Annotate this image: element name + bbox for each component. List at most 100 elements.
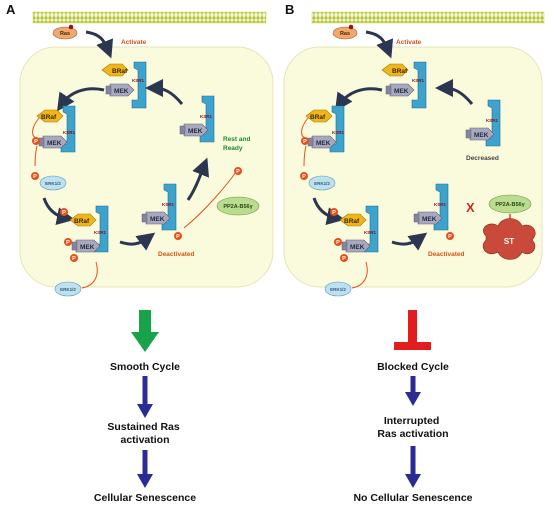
svg-text:Ras: Ras	[60, 31, 70, 37]
svg-text:KSR1: KSR1	[332, 130, 345, 135]
complex-active: KSR1 BRaf MEK P	[32, 105, 76, 167]
svg-text:BRaf: BRaf	[310, 114, 326, 121]
svg-text:MEK: MEK	[188, 128, 203, 135]
svg-text:P: P	[303, 139, 307, 145]
svg-text:BRaf: BRaf	[74, 218, 90, 225]
svg-text:P: P	[302, 174, 306, 180]
svg-text:MEK: MEK	[114, 88, 129, 95]
outcome-1: Smooth Cycle	[110, 361, 180, 373]
svg-text:MEK: MEK	[316, 140, 331, 147]
complex-top: KSR1 BRaf MEK	[381, 61, 427, 109]
flow-arrow	[42, 197, 75, 226]
red-block-stem	[408, 310, 417, 344]
outcome-2: Interrupted Ras activation	[377, 415, 448, 440]
flow-arrow	[435, 79, 474, 105]
svg-text:MEK: MEK	[80, 244, 95, 251]
svg-text:Ras: Ras	[340, 31, 350, 37]
svg-text:MEK: MEK	[350, 244, 365, 251]
deactivated-label: Deactivated	[428, 251, 465, 258]
svg-text:KSR1: KSR1	[434, 202, 447, 207]
svg-text:MEK: MEK	[422, 216, 437, 223]
svg-text:PP2A-B56γ: PP2A-B56γ	[223, 204, 253, 210]
svg-text:ERK1/2: ERK1/2	[314, 181, 330, 186]
svg-text:P: P	[332, 210, 336, 216]
svg-text:KSR1: KSR1	[486, 118, 499, 123]
svg-text:BRaf: BRaf	[392, 68, 408, 75]
activate-arrow	[365, 30, 394, 59]
svg-text:MEK: MEK	[47, 140, 62, 147]
svg-text:BRaf: BRaf	[41, 114, 57, 121]
svg-text:KSR1: KSR1	[412, 78, 425, 83]
svg-text:P: P	[236, 169, 240, 175]
svg-text:P: P	[336, 240, 340, 246]
svg-text:MEK: MEK	[150, 216, 165, 223]
svg-text:ST: ST	[504, 237, 514, 246]
complex-decreased: KSR1 MEK	[465, 99, 501, 147]
cell-body	[19, 46, 274, 288]
flow-arrow	[186, 157, 210, 201]
dephospho-line	[183, 171, 237, 229]
block-mark: X	[466, 200, 475, 215]
svg-text:P: P	[33, 174, 37, 180]
activate-arrow	[85, 30, 114, 59]
svg-text:KSR1: KSR1	[132, 78, 145, 83]
complex-bottom: KSR1 BRaf MEK P P P	[330, 205, 379, 289]
svg-text:P: P	[342, 256, 346, 262]
svg-text:KSR1: KSR1	[94, 230, 107, 235]
rest-ready-label: Rest and Ready	[223, 136, 252, 152]
svg-text:P: P	[176, 234, 180, 240]
svg-text:P: P	[72, 256, 76, 262]
decreased-label: Decreased	[466, 155, 499, 162]
svg-text:ERK1/2: ERK1/2	[60, 287, 76, 292]
membrane	[32, 11, 267, 24]
outcome-2: Sustained Ras activation	[107, 421, 182, 446]
pp2a-enzyme: PP2A-B56γ	[488, 194, 532, 214]
svg-text:KSR1: KSR1	[162, 202, 175, 207]
flow-arrow	[57, 87, 105, 112]
down-arrowhead	[137, 404, 153, 418]
complex-deactivated: KSR1 MEK P	[413, 183, 454, 240]
panel-a: A Ras Activate KSR1 BRaf MEK KSR1 BRaf	[6, 2, 274, 504]
complex-top: KSR1 BRaf MEK	[101, 61, 147, 109]
svg-text:PP2A-B56γ: PP2A-B56γ	[495, 202, 525, 208]
flow-arrow	[119, 232, 156, 251]
outcome-1: Blocked Cycle	[377, 361, 449, 373]
svg-text:ERK1/2: ERK1/2	[330, 287, 346, 292]
flow-arrow	[312, 197, 345, 226]
pp2a-enzyme: PP2A-B56γ	[216, 196, 260, 216]
outcome-column: Blocked Cycle Interrupted Ras activation…	[353, 310, 473, 504]
svg-text:BRaf: BRaf	[112, 68, 128, 75]
phosphate	[234, 167, 242, 175]
outcome-3: Cellular Senescence	[94, 492, 196, 504]
panel-b: B Ras Activate KSR1 BRaf MEK KSR1 BRaf M…	[283, 2, 545, 504]
panel-letter: B	[285, 2, 294, 17]
green-arrow	[139, 310, 151, 334]
svg-text:ERK1/2: ERK1/2	[45, 181, 61, 186]
down-arrowhead	[137, 474, 153, 488]
activate-label: Activate	[121, 39, 147, 46]
green-arrowhead	[131, 332, 159, 352]
erk-free: P ERK1/2	[300, 172, 336, 191]
svg-text:P: P	[34, 139, 38, 145]
erk-bound: ERK1/2	[54, 281, 82, 297]
down-arrowhead	[405, 392, 421, 406]
outcome-3: No Cellular Senescence	[353, 492, 472, 504]
st-antigen: ST	[482, 218, 536, 260]
flow-arrow	[391, 232, 428, 251]
svg-text:BRaf: BRaf	[344, 218, 360, 225]
complex-active: KSR1 BRaf MEK P	[301, 105, 345, 167]
erk-bound: ERK1/2	[324, 281, 352, 297]
ras-protein: Ras	[332, 24, 358, 40]
complex-rest: KSR1 MEK	[179, 95, 215, 143]
svg-text:KSR1: KSR1	[200, 114, 213, 119]
flow-arrow	[145, 79, 184, 105]
membrane	[311, 11, 545, 24]
activate-label: Activate	[396, 39, 422, 46]
complex-bottom: KSR1 BRaf MEK P P P	[60, 205, 109, 289]
svg-text:KSR1: KSR1	[364, 230, 377, 235]
ras-protein: Ras	[52, 24, 78, 40]
svg-text:P: P	[448, 234, 452, 240]
svg-text:MEK: MEK	[394, 88, 409, 95]
svg-text:P: P	[62, 210, 66, 216]
